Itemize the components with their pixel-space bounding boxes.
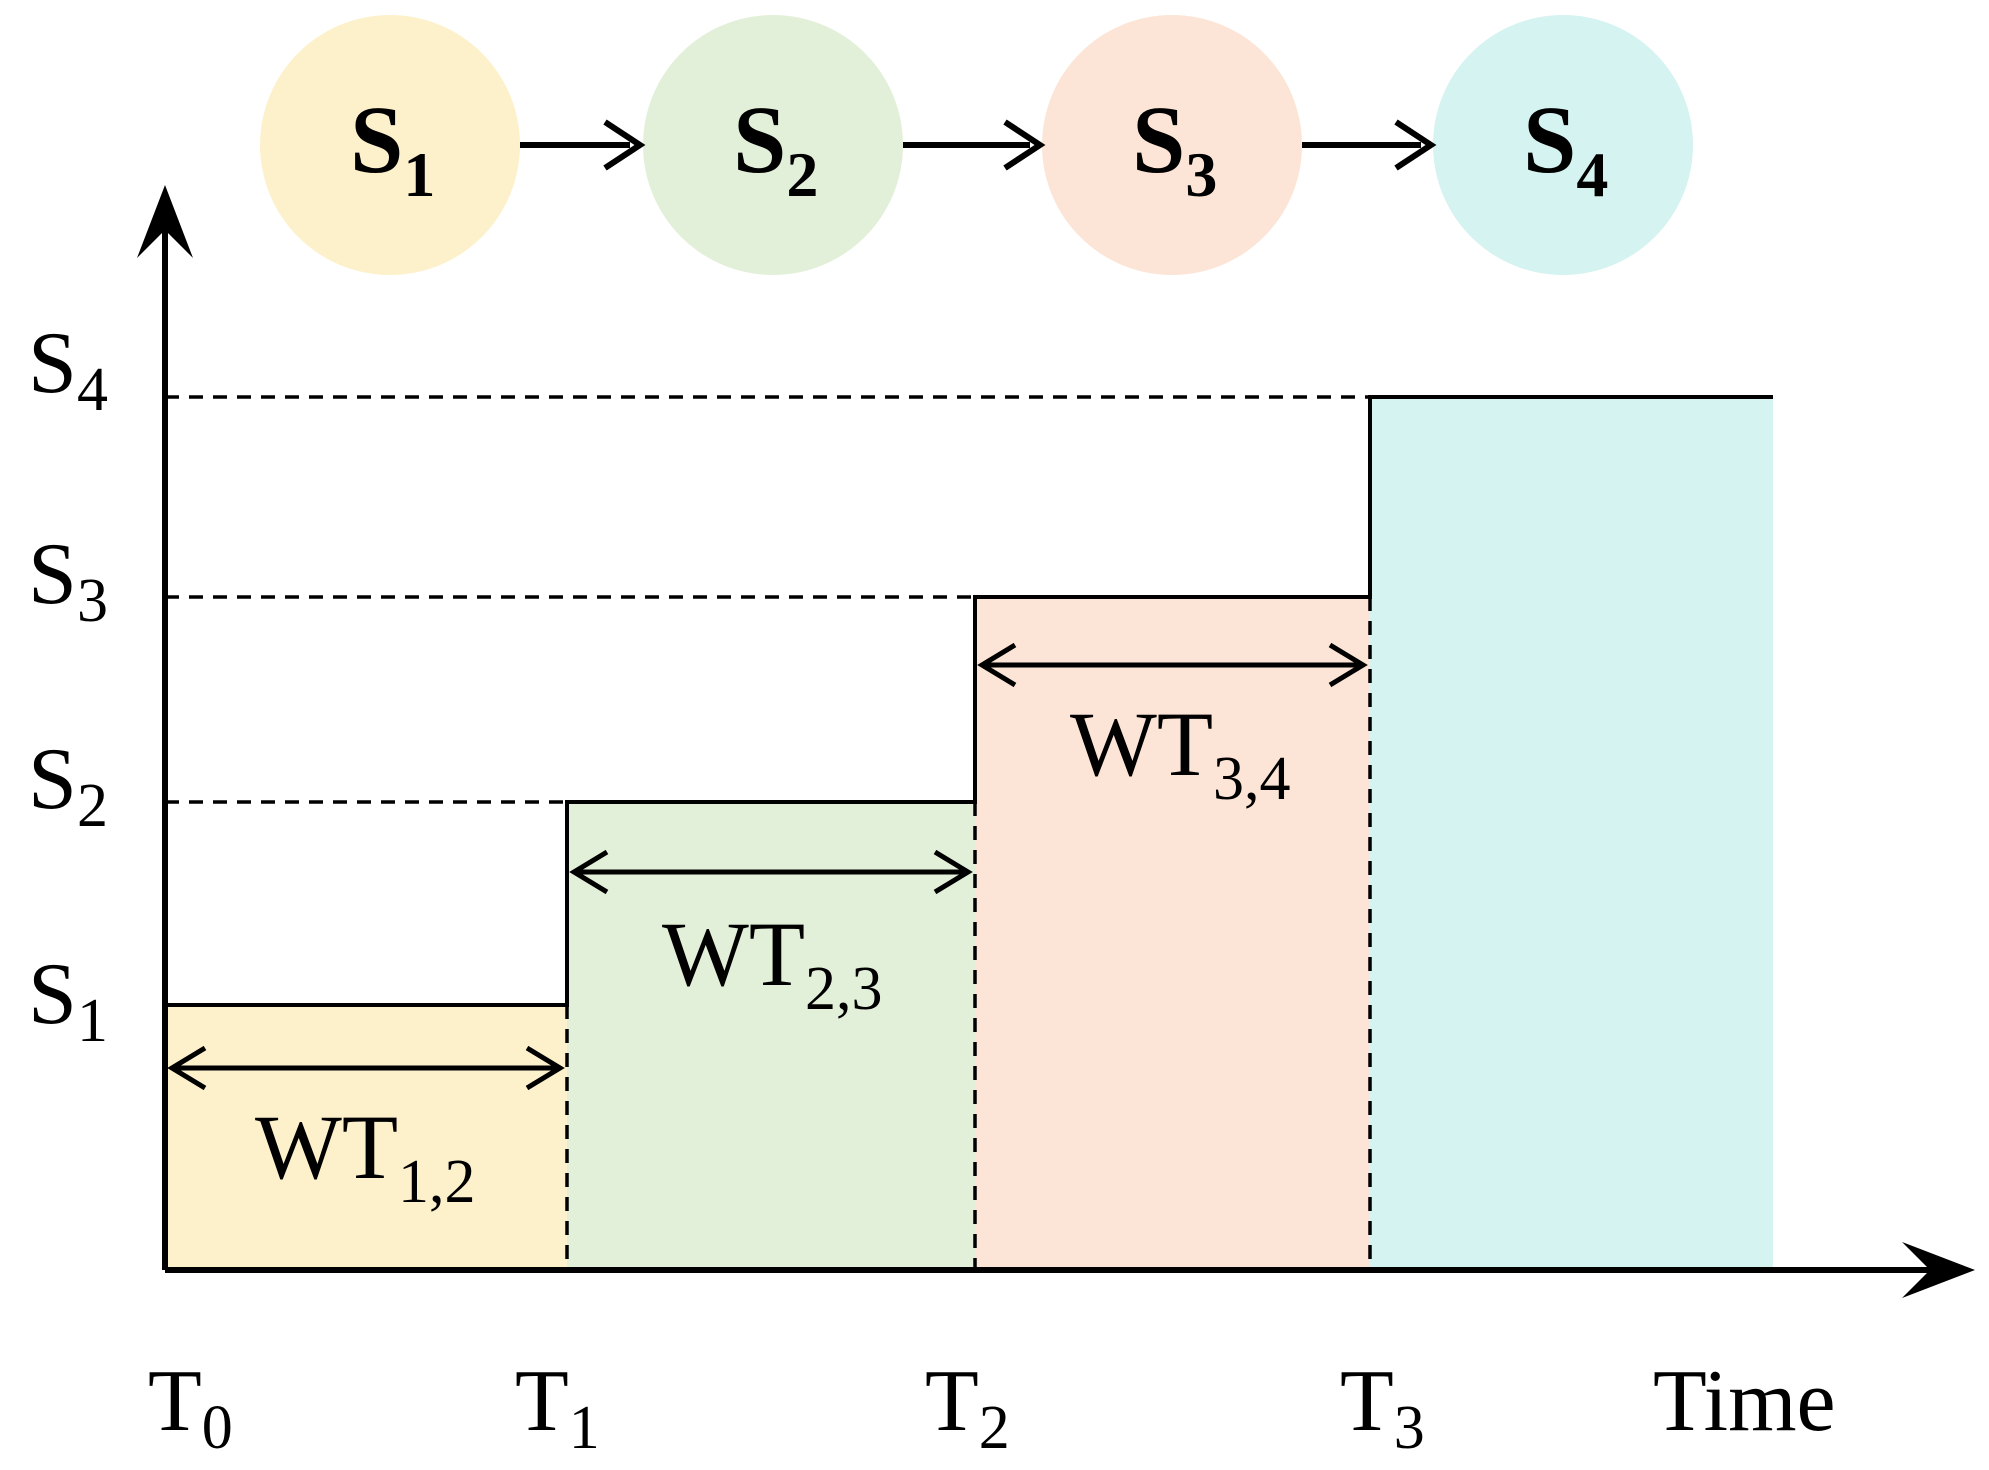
state-2-region xyxy=(567,802,975,1270)
x-tick-t0: T0 xyxy=(148,1353,233,1462)
state-circle-3 xyxy=(1042,15,1302,275)
y-axis-arrowhead xyxy=(137,185,193,258)
state-4-region xyxy=(1370,397,1773,1270)
y-tick-s2: S2 xyxy=(28,731,108,840)
wt-3-4-label: WT3,4 xyxy=(1070,693,1291,813)
state-circle-4-label: S4 xyxy=(1523,86,1608,210)
state-circle-1 xyxy=(260,15,520,275)
x-axis-arrowhead xyxy=(1902,1242,1975,1298)
y-tick-s1: S1 xyxy=(28,946,108,1055)
transition-arrow-3-4 xyxy=(1302,119,1437,171)
state-3-region xyxy=(975,597,1370,1270)
wt-3-4-arrow xyxy=(977,642,1368,688)
wt-1-2-label: WT1,2 xyxy=(255,1096,476,1216)
transition-arrow-1-2 xyxy=(520,119,646,171)
x-axis-label: Time xyxy=(1653,1353,1836,1450)
state-step-line xyxy=(165,395,1773,1007)
wt-1-2-arrow xyxy=(167,1045,565,1091)
wt-2-3-label: WT2,3 xyxy=(662,903,883,1023)
y-tick-s4: S4 xyxy=(28,315,108,424)
transition-arrow-2-3 xyxy=(903,119,1046,171)
x-tick-t3: T3 xyxy=(1340,1353,1425,1462)
state-circle-2 xyxy=(643,15,903,275)
x-tick-t2: T2 xyxy=(925,1353,1010,1462)
x-tick-t1: T1 xyxy=(515,1353,600,1462)
state-circle-3-label: S3 xyxy=(1132,86,1217,210)
state-circle-2-label: S2 xyxy=(733,86,818,210)
wt-2-3-arrow xyxy=(569,849,973,895)
state-circle-1-label: S1 xyxy=(350,86,435,210)
state-1-region xyxy=(165,1005,567,1270)
y-tick-s3: S3 xyxy=(28,526,108,635)
state-circle-4 xyxy=(1433,15,1693,275)
